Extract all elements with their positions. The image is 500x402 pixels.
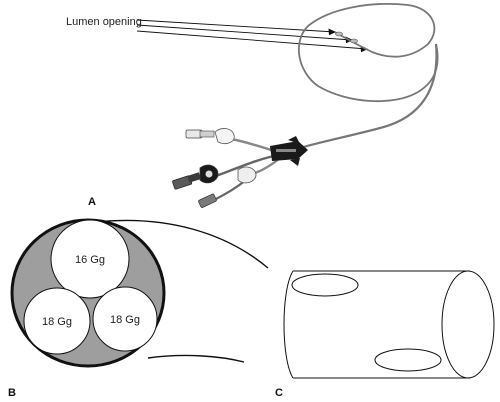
panel-c-cylinder: C bbox=[275, 270, 495, 399]
panel-a-label: A bbox=[88, 196, 96, 208]
luer-connector-top bbox=[185, 129, 215, 139]
catheter-outline-upper bbox=[95, 219, 269, 269]
cylinder-right-end bbox=[441, 270, 495, 379]
clamp-middle bbox=[199, 164, 219, 184]
panel-a-catheter: Lumen opening bbox=[66, 3, 439, 208]
catheter-loop bbox=[298, 3, 439, 103]
lumen-opening-2 bbox=[350, 38, 358, 44]
clamp-top bbox=[214, 128, 235, 144]
catheter-body bbox=[299, 43, 438, 150]
luer-connector-bottom bbox=[198, 193, 217, 208]
lumen-18-gg-left: 18 Gg bbox=[23, 287, 91, 355]
panel-b-cross-section: 16 Gg 18 Gg 18 Gg B bbox=[8, 218, 269, 399]
lumen-16-gg: 16 Gg bbox=[50, 219, 130, 299]
lumen-label: 16 Gg bbox=[75, 254, 105, 266]
panel-c-label: C bbox=[275, 387, 283, 399]
lumen-opening-1 bbox=[335, 31, 343, 37]
side-hole-lower bbox=[374, 348, 442, 372]
panel-b-label: B bbox=[8, 387, 16, 399]
lumen-18-gg-right: 18 Gg bbox=[92, 286, 158, 352]
cylinder-left-end bbox=[283, 270, 294, 379]
luer-connector-middle bbox=[172, 172, 201, 190]
lumen-opening-label: Lumen opening bbox=[66, 16, 142, 28]
lumen-label: 18 Gg bbox=[42, 316, 72, 328]
lumen-opening-arrows bbox=[136, 19, 369, 53]
lumen-label: 18 Gg bbox=[110, 314, 140, 326]
catheter-outline-lower bbox=[147, 354, 245, 363]
clamp-bottom bbox=[237, 166, 257, 184]
extension-line-lower bbox=[213, 179, 247, 201]
catheter-hub bbox=[270, 136, 308, 166]
side-hole-upper bbox=[291, 273, 359, 297]
